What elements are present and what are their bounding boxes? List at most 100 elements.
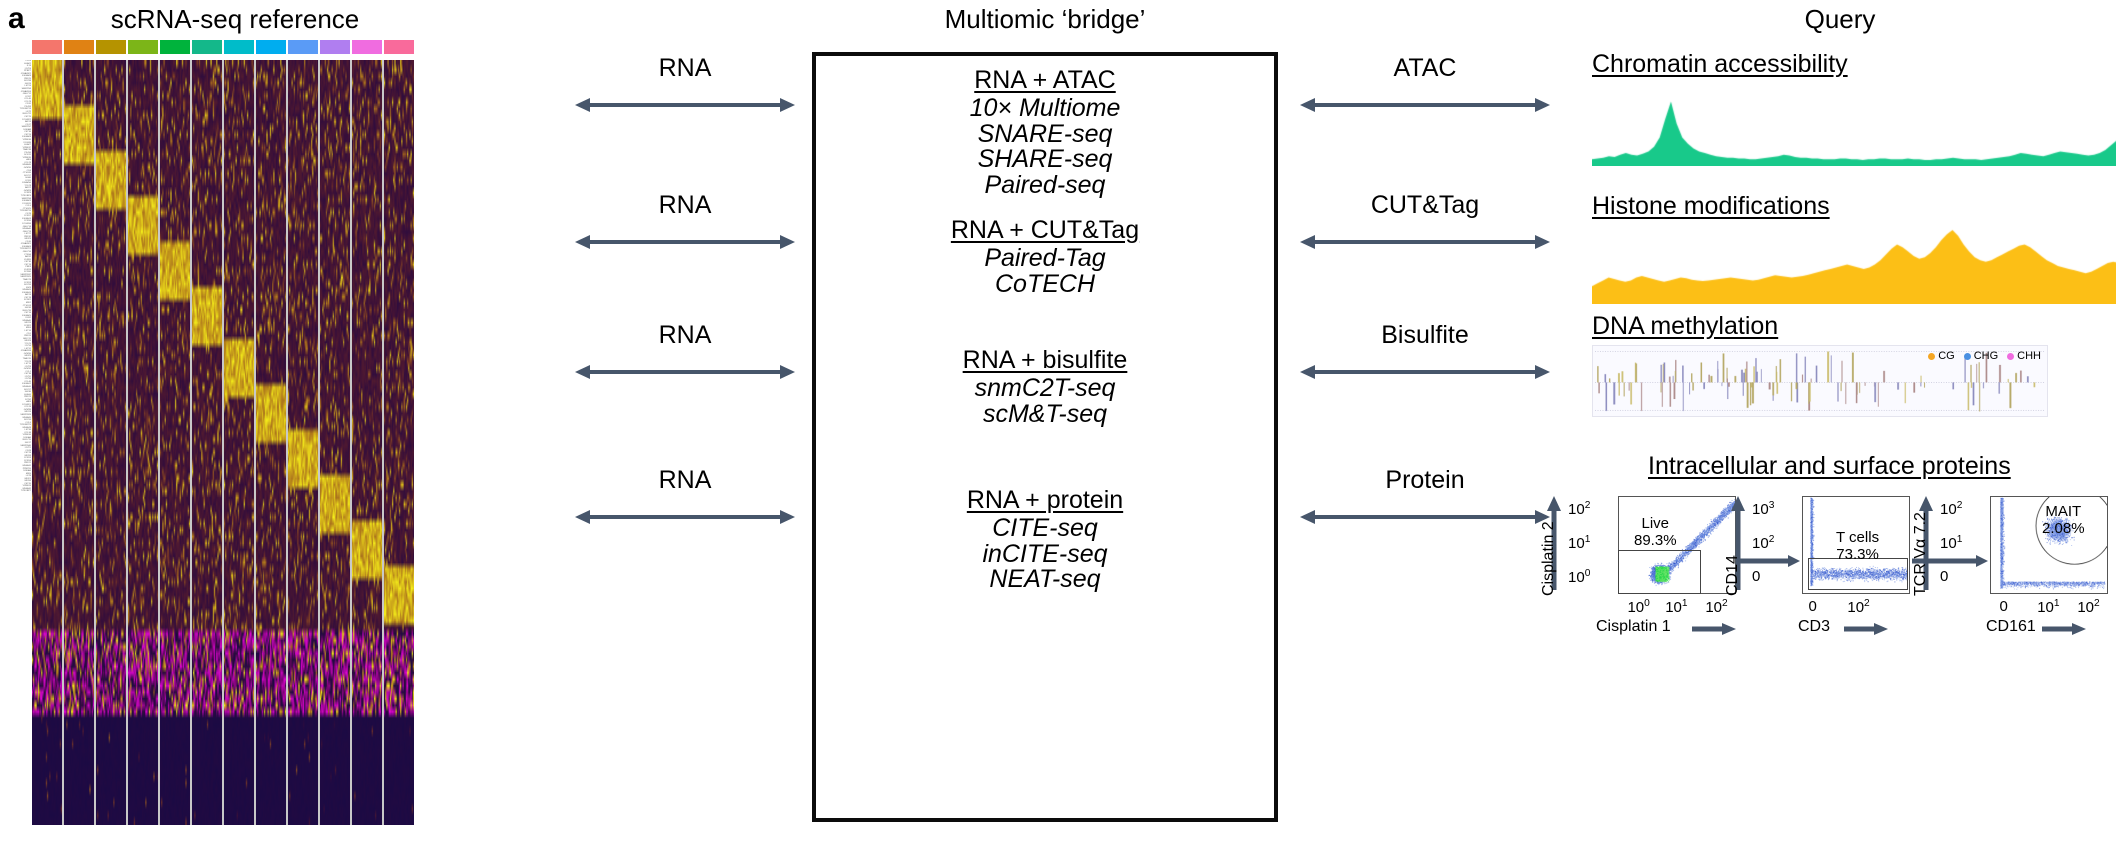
cluster-color-8 — [288, 40, 318, 54]
gene-label: GZM39 — [23, 408, 31, 411]
gene-label: FCGR21 — [22, 403, 31, 406]
x-axis-label-cd161: CD161 — [1986, 618, 2036, 635]
histone-modifications-track — [1592, 228, 2116, 304]
arrow-left-1 — [575, 231, 795, 253]
gene-label: MKI21 — [24, 477, 31, 480]
gene-label: AIF22 — [25, 187, 31, 190]
gene-label: TYROBP19 — [19, 108, 31, 111]
arrow-right-3 — [1300, 506, 1550, 528]
gene-label: TYROBP25 — [19, 424, 31, 427]
heatmap-column-1 — [64, 60, 94, 825]
heatmap-columns — [32, 60, 414, 825]
flow-plot-cisplatin — [1618, 496, 1736, 594]
gene-label: MS4A10 — [22, 386, 31, 388]
gene-label: CCR29 — [23, 192, 31, 195]
cluster-color-1 — [64, 40, 94, 54]
heatmap-column-4 — [160, 60, 190, 825]
gene-label: GNLY18 — [22, 225, 31, 228]
y-tick-cd161-0: 102 — [1940, 499, 1963, 518]
gene-label: MKI4 — [25, 327, 31, 330]
bridge-assay-name: Paired-seq — [984, 170, 1106, 199]
gene-label: IL19 — [26, 65, 31, 68]
gene-label: SERPIN9 — [21, 88, 31, 91]
cluster-color-10 — [352, 40, 382, 54]
gene-label: SOX11 — [24, 154, 31, 157]
gene-label: S100A28 — [21, 136, 31, 139]
gene-label: PRF25 — [24, 77, 31, 80]
gene-label: MKI28 — [24, 340, 31, 343]
flow-plot-cd161 — [1990, 496, 2108, 594]
bridge-assay-name: scM&T-seq — [982, 399, 1108, 428]
bridge-group-header: RNA + ATAC — [974, 66, 1116, 94]
arrow-left-3 — [575, 506, 795, 528]
column-title-reference: scRNA-seq reference — [110, 4, 360, 34]
x-tick-cd3-1: 102 — [1847, 598, 1870, 616]
gene-label: S100A28 — [21, 75, 31, 78]
gene-label: CD31 — [25, 103, 31, 106]
gene-label: CTSS13 — [22, 304, 31, 307]
gene-label: MKI34 — [24, 480, 31, 483]
chromatin-accessibility-track — [1592, 84, 2116, 166]
arrow-label-left-0: RNA — [658, 54, 712, 82]
gene-label: TYROBP4 — [20, 194, 31, 197]
gene-label: SERPIN40 — [20, 444, 31, 447]
gene-label: CCR13 — [23, 281, 31, 284]
gene-label: GNLY11 — [22, 337, 31, 340]
y-tick-cd3-0: 103 — [1752, 499, 1775, 518]
bridge-group-header: RNA + CUT&Tag — [950, 216, 1140, 244]
heatmap-column-7 — [256, 60, 286, 825]
gate-name: Live — [1641, 515, 1670, 532]
gene-label: CST24 — [24, 133, 31, 136]
gene-label: LYZ28 — [24, 365, 31, 368]
y-axis-arrow-cisplatin — [1546, 496, 1562, 599]
gene-label: MS4A31 — [22, 464, 31, 467]
flow-scatter-cd161 — [1991, 497, 2107, 593]
gene-label: FCN30 — [24, 271, 31, 274]
panel-letter: a — [8, 2, 25, 35]
gene-label: S100A15 — [21, 291, 31, 294]
y-tick-cd3-1: 102 — [1752, 534, 1775, 553]
legend-dot-cg-icon — [1928, 352, 1936, 360]
gene-label: CCL29 — [24, 161, 31, 164]
gene-label: VPRE36 — [22, 138, 31, 141]
bridge-assay-name: CITE-seq — [992, 514, 1098, 542]
cluster-color-bar — [32, 40, 414, 54]
gene-label: MKI5 — [25, 472, 31, 475]
gene-label: LST31 — [24, 347, 31, 350]
gene-label: IGK24 — [24, 82, 31, 85]
gene-label: KLR20 — [24, 258, 31, 261]
x-tick-cd161-1: 101 — [2037, 598, 2060, 616]
gene-label: MKI2 — [25, 301, 31, 304]
gene-label: JCHAIN21 — [20, 243, 31, 246]
bridge-group-header: RNA + protein — [966, 486, 1124, 514]
gene-label: AIF13 — [25, 121, 31, 124]
gene-label: SOX16 — [23, 419, 31, 422]
y-axis-arrow-cd3 — [1730, 496, 1746, 599]
gene-label: CST20 — [24, 482, 31, 485]
legend-dot-chh-icon — [2007, 352, 2015, 360]
x-tick-cisplatin-2: 102 — [1705, 598, 1728, 616]
cluster-color-7 — [256, 40, 286, 54]
gene-label: GZM10 — [23, 352, 31, 355]
heatmap-column-11 — [384, 60, 414, 825]
gene-label: AIF32 — [25, 256, 31, 259]
gene-label: S100A6 — [23, 436, 31, 439]
flow-gate-connector-0 — [1738, 554, 1800, 573]
arrow-label-right-2: Bisulfite — [1381, 321, 1469, 349]
gate-rect-live — [1618, 550, 1701, 594]
methylation-legend-item-CHG: CHG — [1963, 350, 1998, 362]
gate-percent: 2.08% — [2042, 519, 2085, 537]
gene-label: CD1 — [26, 332, 31, 335]
x-axis-label-cd3: CD3 — [1798, 618, 1831, 635]
cluster-color-3 — [128, 40, 158, 54]
gene-label: CST38 — [24, 373, 31, 376]
query-title-protein: Intracellular and surface proteins — [1648, 452, 2011, 480]
y-axis-label-cd161: TCR Vα 7.2 — [1912, 512, 1929, 596]
arrow-label-right-3: Protein — [1385, 466, 1465, 494]
